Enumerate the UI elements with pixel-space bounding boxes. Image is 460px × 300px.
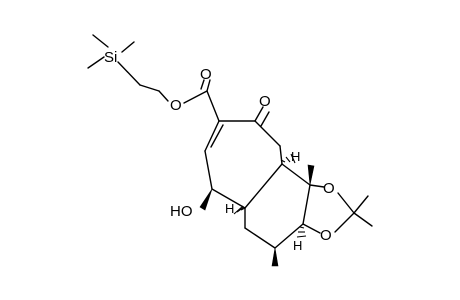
bond-o-c-ester: [183, 90, 208, 104]
bond-c3a-c3: [274, 223, 304, 249]
bond-c6-c7: [204, 150, 213, 190]
atom-o-ketone: O: [259, 93, 271, 110]
bond-c4a-c3a: [302, 184, 311, 225]
bond-c10-c9: [279, 145, 283, 165]
bond-c7-c8-double: [210, 124, 224, 148]
hash-h-mid: [233, 205, 246, 215]
bond-c9-c5: [244, 163, 283, 209]
bond-c1-o-ketone: [254, 106, 264, 122]
hash-h-bottom: [296, 226, 307, 238]
bond-o-cme2-top: [337, 192, 355, 214]
bond-c3-c2: [244, 227, 276, 249]
bond-c-o-top: [309, 184, 325, 188]
atom-h-dioxolane: H: [293, 238, 302, 253]
trimethylsilyl-group: [87, 34, 141, 86]
bond-c1-c10: [254, 120, 281, 147]
atom-o-dioxolane-bottom: O: [320, 227, 332, 244]
atom-o-ester: O: [170, 97, 182, 114]
bond-c-o-double-b: [200, 79, 205, 90]
wedge-oh: [199, 188, 213, 211]
bond-ester-ring: [206, 90, 220, 122]
bond-cme2-me1: [353, 195, 369, 214]
bond-o-c-bottom: [302, 223, 321, 234]
cycloheptene-ring: [204, 106, 283, 209]
bond-si-me2: [92, 34, 109, 48]
atom-o-carbonyl-ester: O: [200, 66, 212, 83]
bond-c-o-double-a: [206, 79, 211, 92]
bond-c5-c6: [211, 188, 246, 209]
dioxolane-ring: [302, 184, 373, 234]
bond-c1-o-ketone-b: [260, 111, 270, 127]
bond-si-ch2: [117, 61, 141, 86]
atom-o-dioxolane-top: O: [323, 180, 335, 197]
atom-si: Si: [104, 49, 117, 66]
bond-si-me1: [87, 56, 105, 69]
bond-si-me3: [121, 41, 135, 53]
bond-c7-c8: [204, 120, 220, 152]
atom-h-ring-junction-mid: H: [225, 201, 234, 216]
hash-h-top: [280, 153, 296, 164]
bond-ch2-ch2: [139, 84, 160, 92]
bond-c9-c4a: [281, 163, 311, 186]
wedge-methyl-top: [307, 164, 315, 186]
bond-cme2-me2: [353, 212, 373, 227]
bond-cme2-o-bottom: [334, 212, 355, 233]
wedge-methyl-bottom: [271, 247, 279, 267]
atom-h-ring-junction-top: H: [291, 149, 300, 164]
cyclohexane-ring: [244, 163, 311, 249]
bond-ch2-o: [158, 90, 169, 102]
atom-oh: HO: [170, 203, 193, 220]
